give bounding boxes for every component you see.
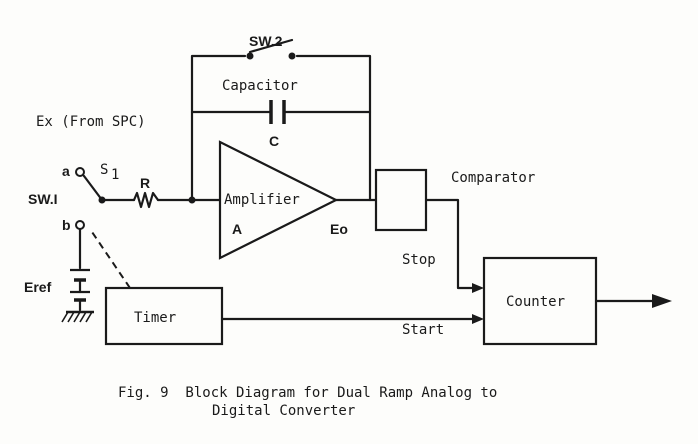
eref-label: Eref (24, 279, 52, 295)
sw2-label: SW.2 (249, 33, 283, 49)
timer-box (104, 286, 224, 346)
start-arrowhead (472, 314, 484, 324)
capacitor-symbol (269, 100, 286, 124)
timer-link-dashed (91, 231, 131, 289)
output-arrowhead (652, 294, 672, 308)
r-label: R (140, 175, 150, 191)
sw1-label: SW.I (28, 191, 58, 207)
eref-battery (70, 227, 90, 312)
resistor-symbol (132, 191, 160, 209)
c-label: C (269, 133, 279, 149)
eo-label: Eo (330, 221, 348, 237)
figure-caption-line2: Digital Converter (212, 403, 355, 419)
comparator-label: Comparator (451, 170, 535, 186)
b-terminal-label: b (62, 217, 71, 233)
a-terminal-label: a (62, 163, 70, 179)
amplifier-triangle (218, 140, 339, 260)
feedback-top-wire (190, 54, 372, 202)
amplifier-a-label: A (232, 221, 242, 237)
s1-label: S (100, 162, 108, 178)
s1-subscript: 1 (111, 167, 119, 183)
figure-caption-line1: Fig. 9 Block Diagram for Dual Ramp Analo… (118, 385, 497, 401)
capacitor-label: Capacitor (222, 78, 298, 94)
timer-label: Timer (134, 310, 176, 326)
stop-arrowhead (472, 283, 484, 293)
sw2-switch (246, 38, 296, 60)
counter-label: Counter (506, 294, 565, 310)
stop-label: Stop (402, 252, 436, 268)
junction-node (188, 196, 196, 204)
stop-wire (424, 198, 476, 290)
ground-symbol (61, 310, 94, 323)
amplifier-label: Amplifier (224, 192, 300, 208)
start-label: Start (402, 322, 444, 338)
ex-label: Ex (From SPC) (36, 114, 146, 130)
comparator-box (374, 168, 428, 232)
